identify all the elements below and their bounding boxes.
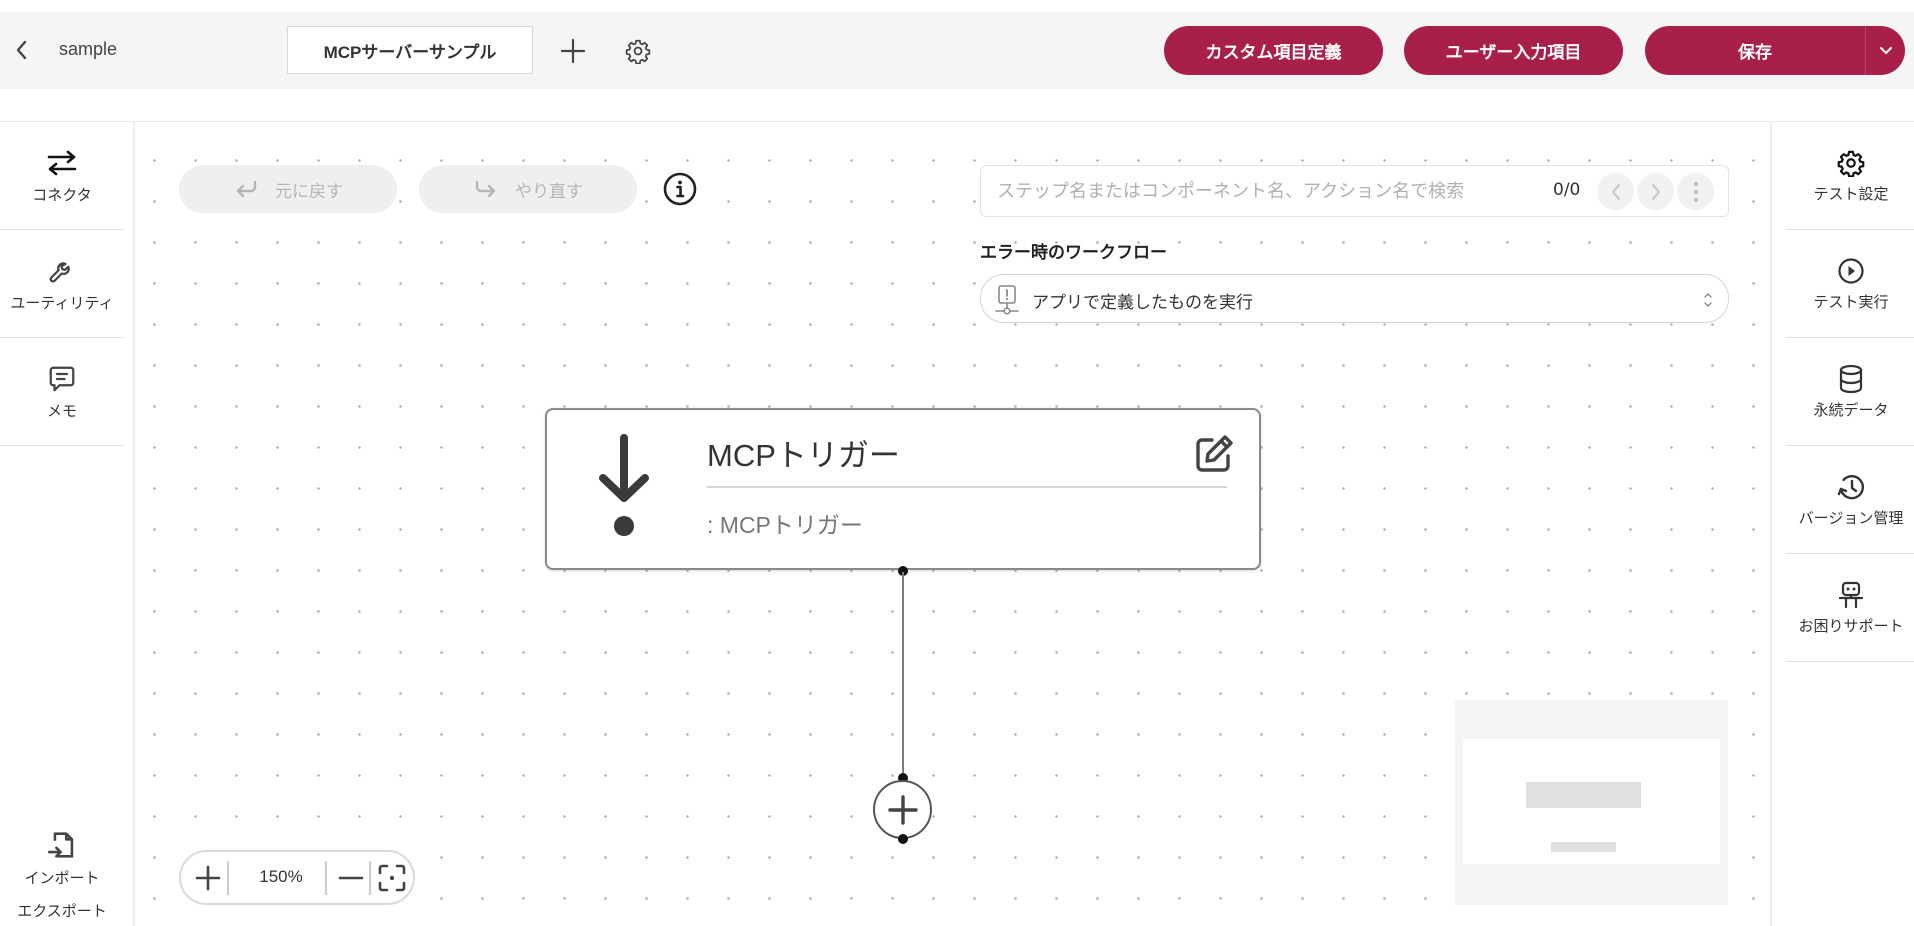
- plus-icon: [195, 865, 221, 891]
- left-sidebar: コネクタ ユーティリティ メモ インポート エクスポート: [0, 122, 135, 926]
- zoom-level: 150%: [259, 867, 303, 886]
- sidebar-item-version-control[interactable]: バージョン管理: [1786, 446, 1914, 554]
- sidebar-item-label: テスト設定: [1813, 184, 1889, 203]
- sidebar-item-utility[interactable]: ユーティリティ: [0, 230, 124, 338]
- fit-view-button[interactable]: [376, 862, 408, 894]
- add-step-button[interactable]: [873, 780, 932, 839]
- minimap-node: [1551, 842, 1616, 852]
- trigger-node[interactable]: MCPトリガー : MCPトリガー: [545, 408, 1261, 570]
- divider: [0, 121, 1914, 122]
- save-button[interactable]: 保存: [1738, 43, 1772, 62]
- sidebar-item-label: メモ: [46, 402, 77, 420]
- redo-button[interactable]: やり直す: [419, 165, 637, 213]
- error-workflow-icon: [995, 285, 1019, 315]
- save-button-group: 保存: [1645, 26, 1905, 75]
- database-icon: [1836, 364, 1866, 394]
- search-next-button[interactable]: [1637, 173, 1674, 210]
- arrows-exchange-icon: [45, 146, 79, 180]
- plus-icon: [560, 38, 586, 64]
- error-workflow-select[interactable]: アプリで定義したものを実行: [980, 274, 1729, 323]
- plus-icon: [887, 794, 918, 825]
- search-result-count: 0/0: [1553, 180, 1581, 200]
- chevron-left-icon: [1611, 183, 1620, 200]
- play-circle-icon: [1836, 256, 1866, 286]
- sidebar-item-import-export[interactable]: インポート エクスポート: [0, 824, 124, 924]
- history-icon: [1836, 472, 1866, 502]
- memo-icon: [45, 362, 79, 396]
- divider: [227, 861, 229, 895]
- search-prev-button[interactable]: [1597, 173, 1634, 210]
- node-subtitle: : MCPトリガー: [707, 512, 863, 538]
- minimap-node: [1526, 782, 1641, 808]
- node-divider: [707, 486, 1227, 488]
- divider: [325, 861, 327, 895]
- save-divider: [1865, 26, 1866, 75]
- app-name[interactable]: sample: [59, 39, 118, 59]
- sidebar-item-memo[interactable]: メモ: [0, 338, 124, 446]
- more-vertical-icon: [1693, 181, 1698, 202]
- flow-title-tab[interactable]: MCPサーバーサンプル: [287, 26, 533, 74]
- fit-view-icon: [378, 864, 406, 892]
- add-step-output-port: [898, 834, 908, 844]
- sidebar-item-label: バージョン管理: [1798, 508, 1904, 527]
- add-flow-button[interactable]: [558, 36, 588, 66]
- save-dropdown-button[interactable]: [1866, 26, 1905, 75]
- undo-button[interactable]: 元に戻す: [179, 165, 397, 213]
- sidebar-item-test-run[interactable]: テスト実行: [1786, 230, 1914, 338]
- import-label: インポート: [24, 869, 100, 887]
- file-import-icon: [45, 828, 79, 862]
- gear-icon: [1836, 148, 1866, 178]
- search-more-button[interactable]: [1677, 173, 1714, 210]
- chevron-right-icon: [1651, 183, 1660, 200]
- zoom-controls: 150%: [179, 850, 415, 905]
- chevron-left-icon: [16, 40, 27, 60]
- sidebar-item-test-settings[interactable]: テスト設定: [1786, 122, 1914, 230]
- back-button[interactable]: [8, 36, 36, 64]
- sidebar-item-label: コネクタ: [32, 186, 92, 204]
- robot-icon: [1836, 580, 1866, 610]
- redo-label: やり直す: [515, 181, 583, 202]
- error-workflow-value: アプリで定義したものを実行: [1032, 293, 1253, 313]
- node-title: MCPトリガー: [707, 438, 900, 473]
- custom-fields-button[interactable]: カスタム項目定義: [1164, 26, 1383, 75]
- info-button[interactable]: [662, 171, 698, 207]
- sidebar-item-label: 永続データ: [1813, 400, 1889, 419]
- node-output-port[interactable]: [898, 566, 908, 576]
- add-step-input-port: [898, 773, 908, 783]
- trigger-arrow-icon: [599, 434, 649, 536]
- zoom-out-button[interactable]: [334, 861, 368, 895]
- sidebar-item-connector[interactable]: コネクタ: [0, 122, 124, 230]
- top-toolbar: sample MCPサーバーサンプル カスタム項目定義 ユーザー入力項目 保存: [0, 12, 1914, 89]
- edit-node-button[interactable]: [1192, 432, 1236, 476]
- error-workflow-label: エラー時のワークフロー: [980, 243, 1167, 263]
- search-box: 0/0: [980, 165, 1729, 217]
- flow-settings-button[interactable]: [625, 38, 651, 65]
- undo-label: 元に戻す: [275, 181, 343, 202]
- step-search-input[interactable]: [997, 166, 1517, 216]
- sidebar-item-persistent-data[interactable]: 永続データ: [1786, 338, 1914, 446]
- workflow-canvas[interactable]: 元に戻す やり直す 0/0 エラー時のワークフロー アプリで定義したものを実行 …: [137, 122, 1770, 926]
- sidebar-item-support[interactable]: お困りサポート: [1786, 554, 1914, 662]
- gear-icon: [625, 39, 651, 65]
- export-label: エクスポート: [17, 902, 107, 920]
- wrench-icon: [45, 254, 79, 288]
- user-input-fields-button[interactable]: ユーザー入力項目: [1404, 26, 1623, 75]
- chevron-updown-icon: [1704, 293, 1712, 307]
- zoom-in-button[interactable]: [191, 861, 225, 895]
- undo-icon: [236, 180, 257, 198]
- sidebar-item-label: テスト実行: [1813, 292, 1889, 311]
- minus-icon: [338, 876, 364, 880]
- redo-icon: [475, 180, 496, 198]
- chevron-down-icon: [1879, 46, 1892, 54]
- sidebar-item-label: お困りサポート: [1798, 616, 1904, 635]
- divider: [369, 861, 371, 895]
- minimap[interactable]: [1455, 700, 1728, 905]
- edit-icon: [1196, 435, 1233, 472]
- info-icon: [663, 172, 697, 206]
- right-sidebar: テスト設定 テスト実行 永続データ バージョン管理 お困りサポート: [1770, 122, 1914, 926]
- connector-line: [902, 572, 904, 778]
- sidebar-item-label: ユーティリティ: [10, 294, 114, 312]
